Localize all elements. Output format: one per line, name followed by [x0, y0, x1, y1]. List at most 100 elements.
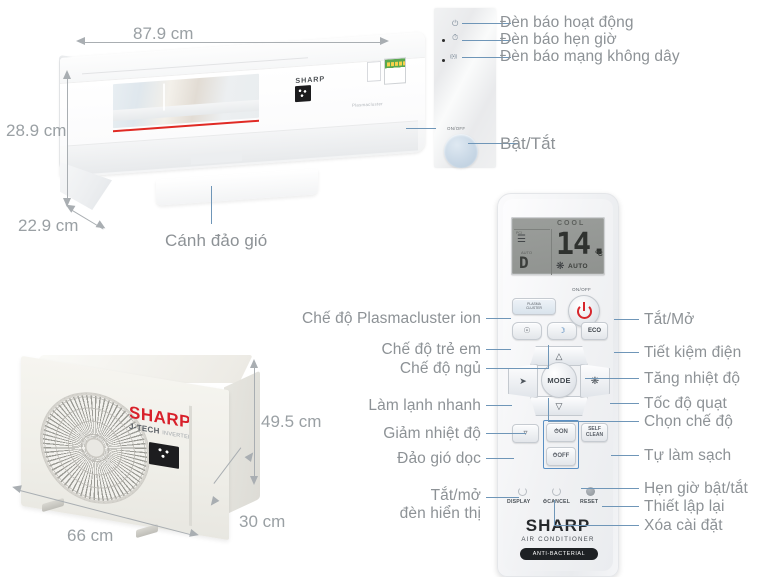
outdoor-height-line [254, 365, 256, 480]
callout-display-line1: Tắt/mở [430, 487, 481, 504]
callout-line-mode-v [548, 398, 549, 422]
indoor-depth-arrow-end [95, 220, 108, 232]
lcd-fan-mode-text: AUTO [568, 263, 588, 270]
eco-button[interactable]: ECO [581, 322, 608, 340]
indoor-width-line [82, 42, 384, 44]
temp-down-button[interactable]: ▽ [530, 396, 588, 416]
remote-brand-sub: AIR CONDITIONER [521, 536, 595, 543]
plasmacluster-button[interactable]: PLASMA CLUSTER [512, 298, 556, 315]
remote-brand-logo: SHARP [525, 516, 591, 535]
timer-indicator-icon: ⏱ [452, 33, 459, 42]
timer-off-label: ⏱OFF [552, 453, 570, 460]
lcd-temperature-value: 14.0 [556, 227, 605, 262]
self-clean-button[interactable]: SELF CLEAN [581, 423, 608, 442]
indoor-height-dimension: 28.9 cm [6, 121, 67, 140]
louver-callout-line [211, 186, 212, 224]
indoor-height-arrow-top [63, 70, 71, 79]
outdoor-height-dimension: 49.5 cm [261, 412, 322, 431]
remote-power-caption: ON/OFF [572, 287, 592, 292]
lcd-divider-h [514, 229, 550, 230]
callout-line-self-clean [611, 455, 639, 456]
callout-line-child-mode [486, 349, 511, 350]
indoor-indicator-panel: ⏻ ⏱ ((•)) ON/OFF [434, 8, 496, 168]
display-button[interactable] [518, 487, 527, 496]
timer-on-button[interactable]: ⏱ON [546, 423, 576, 442]
callout-line-eco [614, 352, 639, 353]
reset-button[interactable] [586, 487, 595, 496]
callout-line-timer [581, 488, 639, 489]
callout-fast-cool: Làm lạnh nhanh [368, 397, 481, 414]
callout-line-cancel-h [554, 525, 639, 526]
lcd-fan-icon: ❋ [556, 261, 565, 272]
indoor-unit-image: SHARP Plasmacluster [59, 31, 425, 210]
callout-display-line2: đèn hiển thị [399, 505, 481, 522]
callout-fan-speed: Tốc độ quạt [644, 395, 727, 412]
cancel-button-label: ⏱CANCEL [543, 499, 571, 505]
fan-speed-button[interactable]: ❋ [580, 364, 610, 398]
callout-self-clean: Tự làm sạch [644, 447, 732, 464]
outdoor-height-arrow-top [250, 359, 258, 368]
lcd-plasmacluster-tag: PCI [516, 231, 522, 235]
self-clean-label: SELF CLEAN [585, 426, 604, 438]
wifi-indicator-icon: ((•)) [450, 54, 457, 60]
mode-button-label: MODE [547, 375, 571, 385]
callout-mode: Chọn chế độ [644, 413, 733, 430]
callout-line-power-button [468, 143, 518, 144]
callout-line-reset [602, 506, 639, 507]
callout-line-display [486, 497, 519, 498]
sleep-mode-button[interactable]: ☽ [547, 322, 577, 340]
callout-line-wifi-lamp [462, 57, 511, 58]
indoor-height-line [67, 76, 69, 202]
indoor-width-arrow-left [76, 36, 85, 45]
callout-plasmacluster: Chế độ Plasmacluster ion [301, 310, 481, 327]
lcd-mode-text: COOL [557, 220, 586, 227]
timer-on-label: ⏱ON [554, 429, 568, 436]
callout-line-power [614, 319, 639, 320]
outdoor-height-arrow-bottom [250, 476, 258, 485]
lcd-dry-symbol: D [519, 253, 529, 272]
callout-line-plasmacluster [486, 318, 511, 319]
remote-dpad: △ ▽ ➤ ❋ MODE [508, 346, 610, 416]
callout-line-temp-down [486, 433, 526, 434]
indoor-to-panel-connector [406, 128, 436, 129]
indoor-width-arrow-right [380, 36, 389, 45]
callout-temp-up: Tăng nhiệt độ [644, 370, 741, 387]
plasmacluster-badge-icon [294, 85, 311, 103]
remote-lcd-display: COOL PCI ☰ AUTO D 14.0 °C ❋ AUTO [511, 217, 605, 275]
callout-line-temp-up [585, 378, 639, 379]
callout-line-cancel-v [554, 500, 555, 526]
lcd-divider-v [551, 229, 552, 275]
timer-off-button[interactable]: ⏱OFF [546, 447, 576, 466]
callout-cancel: Xóa cài đặt [644, 517, 723, 534]
power-indicator-icon: ⏻ [452, 19, 459, 28]
outdoor-width-dimension: 66 cm [67, 526, 114, 545]
child-mode-button[interactable]: ☉ [512, 322, 542, 340]
swing-icon: ▿ [523, 428, 527, 438]
callout-power: Tắt/Mở [644, 311, 695, 328]
power-button[interactable] [568, 295, 600, 327]
indoor-height-arrow-bottom [63, 198, 71, 207]
indoor-unit-air-flap [156, 168, 318, 206]
indoor-depth-dimension: 22.9 cm [18, 216, 79, 235]
remote-antibacterial-badge: ANTI-BACTERIAL [520, 548, 598, 560]
reset-button-label: RESET [580, 499, 599, 505]
unit-power-button[interactable] [444, 134, 478, 168]
fast-cool-icon: ➤ [519, 375, 527, 386]
chevron-up-icon: △ [555, 350, 563, 361]
timer-indicator-dot [442, 39, 445, 42]
callout-power-button: Bật/Tắt [500, 134, 556, 153]
lcd-temperature-unit: °C [595, 251, 603, 258]
callout-child-mode: Chế độ trẻ em [381, 341, 481, 358]
energy-rating-label [383, 57, 406, 85]
cancel-button[interactable] [552, 487, 561, 496]
indoor-width-dimension: 87.9 cm [133, 24, 194, 43]
fast-cool-button[interactable]: ➤ [508, 364, 538, 398]
callout-line-timer-lamp [462, 40, 511, 41]
lcd-auto-small-text: AUTO [521, 250, 533, 255]
display-button-label: DISPLAY [507, 499, 531, 505]
callout-louver: Cánh đảo gió [165, 231, 268, 250]
lcd-plasmacluster-icon: ☰ [517, 234, 526, 245]
chevron-down-icon: ▽ [555, 400, 563, 411]
wifi-indicator-dot [442, 59, 445, 62]
